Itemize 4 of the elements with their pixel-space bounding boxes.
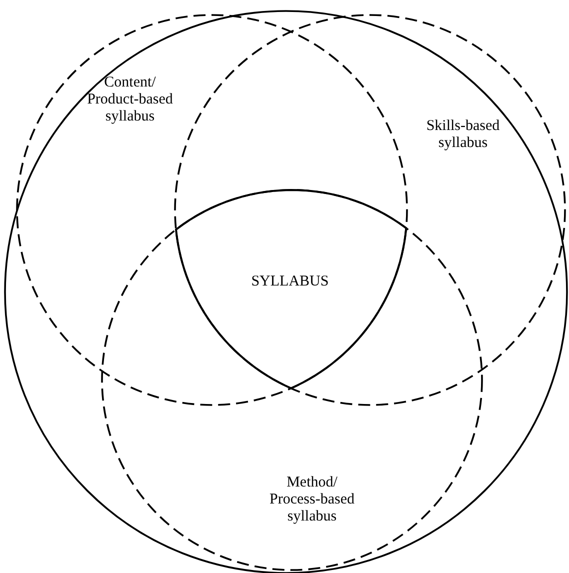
circle-label: Method/ Process-based syllabus	[268, 474, 356, 526]
circle-label: SYLLABUS	[250, 273, 330, 290]
circle-label: Content/ Product-based syllabus	[86, 74, 174, 126]
circle-label: Skills-based syllabus	[425, 118, 501, 152]
